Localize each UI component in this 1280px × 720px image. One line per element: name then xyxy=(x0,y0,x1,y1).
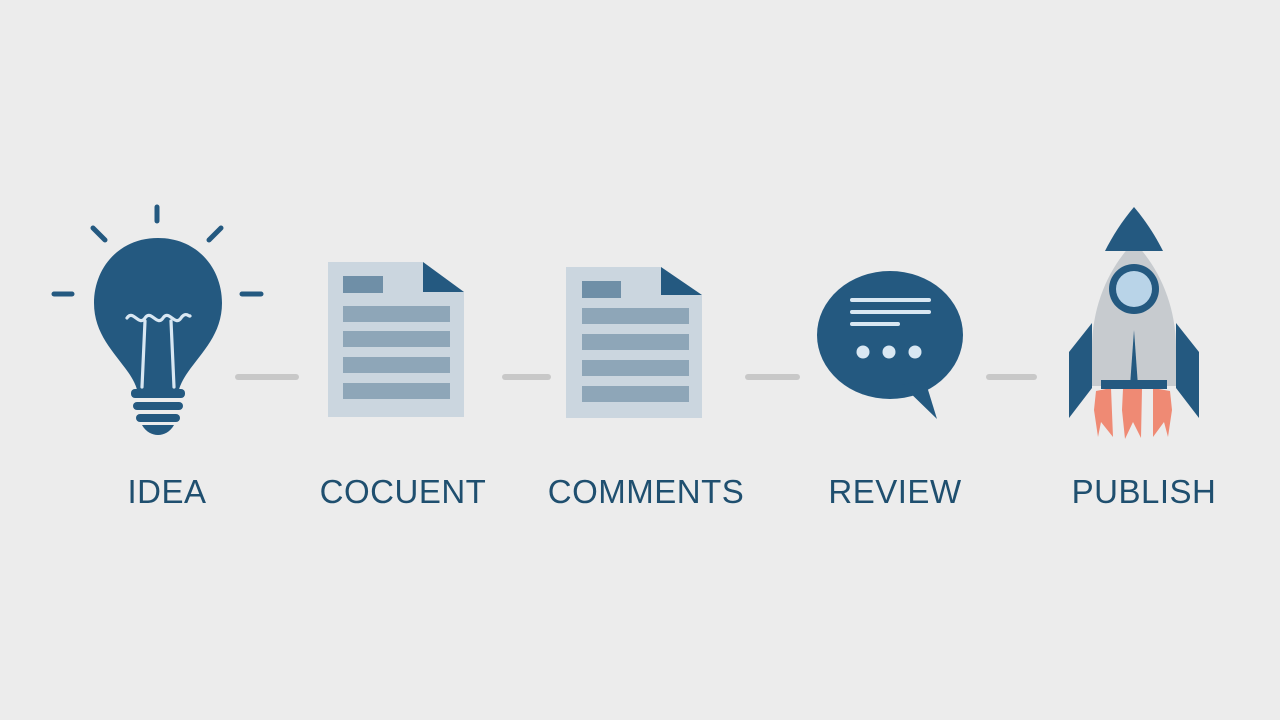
document-icon xyxy=(566,267,702,418)
step-label-publish: PUBLISH xyxy=(1071,473,1217,510)
speech-bubble-icon xyxy=(817,271,963,419)
step-label-review: REVIEW xyxy=(828,473,962,510)
lightbulb-icon xyxy=(51,204,264,435)
step-label-idea: IDEA xyxy=(127,473,207,510)
document-icon xyxy=(328,262,464,417)
step-label-comments: COMMENTS xyxy=(547,473,745,510)
step-label-document: COCUENT xyxy=(319,473,487,510)
rocket-icon xyxy=(1069,207,1199,439)
